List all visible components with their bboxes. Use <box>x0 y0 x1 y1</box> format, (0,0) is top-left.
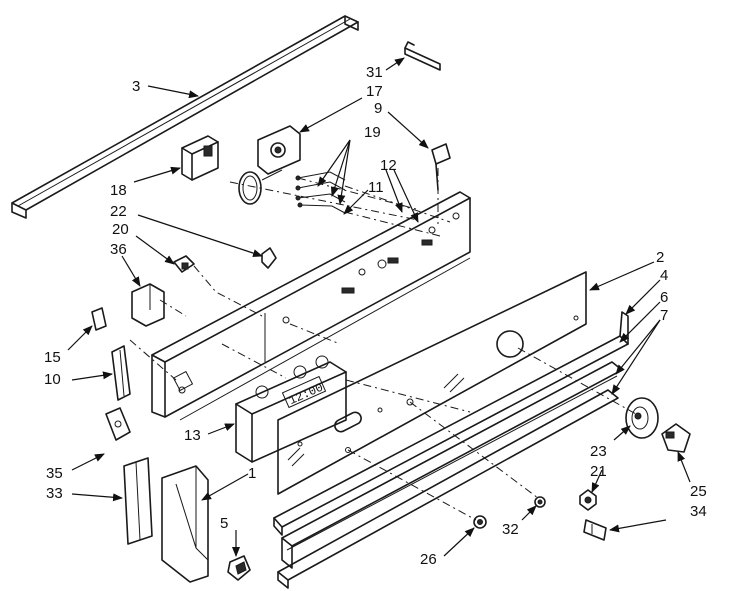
cover-part-36 <box>131 283 165 327</box>
leader-lines <box>67 57 691 557</box>
callout-22: 22 <box>110 203 127 220</box>
callout-15: 15 <box>44 349 61 366</box>
trim-rail-part-4 <box>273 311 629 536</box>
screw-part-26 <box>473 515 487 529</box>
callout-18: 18 <box>110 182 127 199</box>
bracket-part-10 <box>111 345 131 401</box>
callout-25: 25 <box>690 483 707 500</box>
callout-36: 36 <box>110 241 127 258</box>
ring-part <box>238 169 283 205</box>
callout-13: 13 <box>184 427 201 444</box>
callout-1: 1 <box>248 465 256 482</box>
transformer-part <box>181 135 219 181</box>
callout-11: 11 <box>368 179 384 196</box>
sensor-part-20 <box>173 255 195 273</box>
callout-3: 3 <box>132 78 140 95</box>
callout-12: 12 <box>380 157 397 174</box>
callout-34: 34 <box>690 503 707 520</box>
screw-holes <box>345 398 414 453</box>
nut-part-21 <box>579 489 597 511</box>
callout-19: 19 <box>364 124 381 141</box>
bracket-part-15 <box>91 307 107 331</box>
callout-23: 23 <box>590 443 607 460</box>
callout-31: 31 <box>366 64 383 81</box>
trim-rail-part-7 <box>277 389 619 589</box>
screw-part-32 <box>534 496 546 508</box>
callout-6: 6 <box>660 289 668 306</box>
callout-17: 17 <box>366 83 383 100</box>
callout-7: 7 <box>660 307 668 324</box>
bracket-part-22 <box>261 247 277 269</box>
control-panel-part <box>151 191 471 421</box>
callout-26: 26 <box>420 551 437 568</box>
callout-10: 10 <box>44 371 61 388</box>
knob-flange-part <box>625 397 659 439</box>
callout-20: 20 <box>112 221 129 238</box>
clock-module-part: 12:00 <box>235 355 347 463</box>
switch-housing-part <box>257 125 301 175</box>
clock-display-readout: 12:00 <box>287 381 326 408</box>
glass-panel-part <box>277 271 587 495</box>
assembly-lines <box>129 168 637 521</box>
panel-part-33 <box>123 457 153 545</box>
callout-labels: 3 31 17 9 19 12 11 18 22 20 36 2 4 6 7 1… <box>44 64 707 568</box>
callout-9: 9 <box>374 100 382 117</box>
callout-5: 5 <box>220 515 228 532</box>
callout-35: 35 <box>46 465 63 482</box>
clip-part-34 <box>583 519 607 541</box>
foot-part-5 <box>227 555 251 581</box>
bracket-part-35 <box>105 407 131 441</box>
cap-part-9 <box>431 143 451 191</box>
callout-4: 4 <box>660 267 668 284</box>
end-cap-part-1 <box>161 465 209 583</box>
callout-32: 32 <box>502 521 519 538</box>
trim-channel-part <box>11 15 359 219</box>
callout-33: 33 <box>46 485 63 502</box>
knob-part <box>661 423 691 453</box>
callout-21: 21 <box>590 463 607 480</box>
callout-2: 2 <box>656 249 664 266</box>
clip-part-31 <box>404 41 441 71</box>
